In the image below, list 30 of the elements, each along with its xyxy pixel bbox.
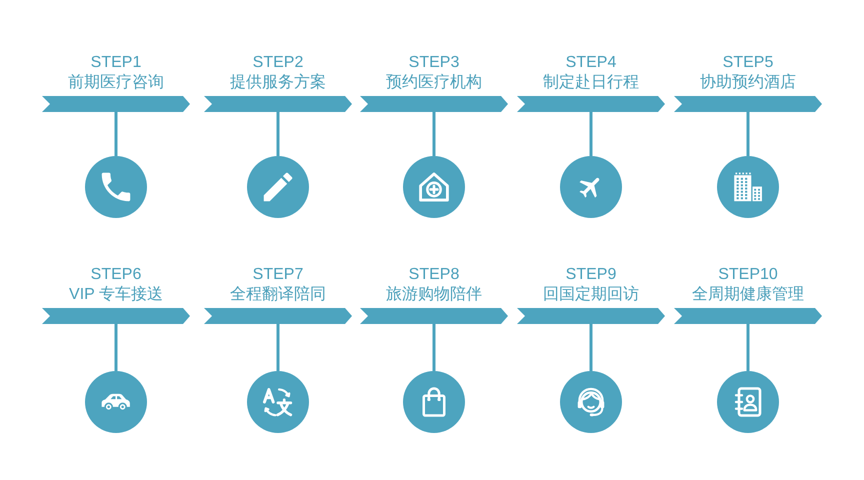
step-label: STEP10	[718, 266, 778, 284]
connector-line	[746, 112, 750, 156]
connector-line	[114, 324, 118, 371]
step-label: STEP7	[252, 266, 304, 284]
connector-line	[276, 112, 280, 156]
connector-line	[746, 324, 750, 371]
step-title: 提供服务方案	[230, 74, 326, 92]
connector-line	[114, 112, 118, 156]
step-label: STEP5	[722, 54, 774, 72]
step-label: STEP8	[408, 266, 460, 284]
step-label: STEP1	[90, 54, 142, 72]
step-title: 全程翻译陪同	[230, 286, 326, 304]
step-label: STEP3	[408, 54, 460, 72]
connector-line	[276, 324, 280, 371]
step-label: STEP2	[252, 54, 304, 72]
step-label: STEP4	[566, 54, 616, 72]
step-title: 制定赴日行程	[543, 74, 639, 92]
step-title: 回国定期回访	[543, 286, 639, 304]
connector-line	[590, 324, 592, 371]
step-title: 协助预约酒店	[700, 74, 796, 92]
connector-line	[590, 112, 592, 156]
step-title: 预约医疗机构	[386, 74, 482, 92]
step-title: 前期医疗咨询	[68, 74, 164, 92]
connector-line	[432, 324, 436, 371]
connector-line	[432, 112, 436, 156]
step-label: STEP6	[90, 266, 142, 284]
step-title: 旅游购物陪伴	[386, 286, 482, 304]
step-label: STEP9	[566, 266, 616, 284]
step-title: VIP 专车接送	[69, 286, 163, 304]
step-title: 全周期健康管理	[692, 286, 804, 304]
